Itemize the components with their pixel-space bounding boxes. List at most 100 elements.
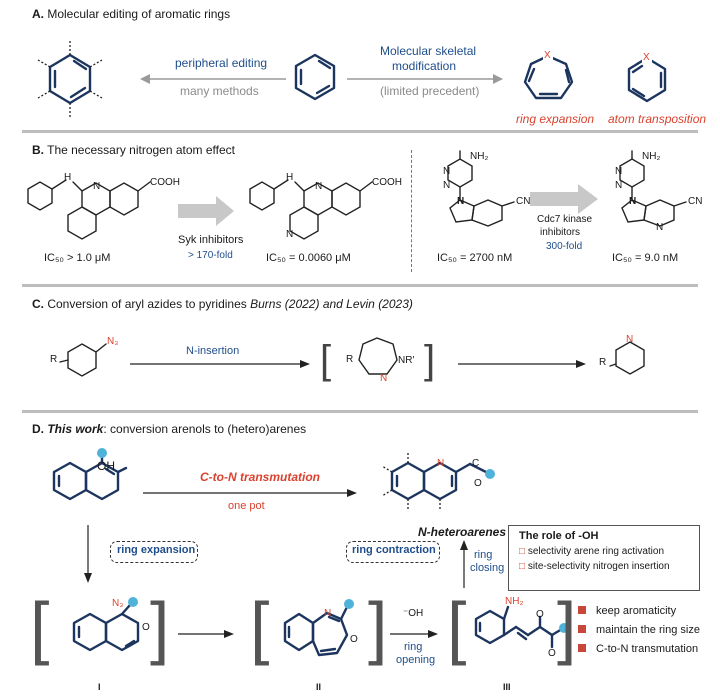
section-a-letter: A. [32, 7, 44, 21]
intermediate-i-structure [72, 597, 140, 652]
nh2-cdc7-1: NH₂ [470, 151, 489, 162]
role-item-1-text: selectivity arene ring activation [527, 546, 665, 557]
ic50-cdc7-2: IC₅₀ = 9.0 nM [612, 252, 679, 264]
legend-square-icon [578, 606, 586, 614]
n-pyr-cdc7-1b: N [443, 180, 451, 191]
legend-text-3: C-to-N transmutation [596, 643, 699, 655]
n-pyridine: N [626, 334, 634, 345]
n-pyr-cdc7-2b: N [615, 180, 623, 191]
nh-h-1: H [64, 172, 72, 183]
role-item-2: □ site-selectivity nitrogen insertion [519, 561, 699, 572]
bracket-close-ii: ] [368, 588, 388, 666]
transmutation-label: C-to-N transmutation [200, 470, 320, 484]
n-pyr-cdc7-2a: N [615, 166, 623, 177]
atom-transposition-structure [627, 52, 667, 103]
o1-intermediate-iii: O [536, 609, 544, 620]
o-acyl-product: O [474, 478, 482, 489]
legend-item-1: keep aromaticity [578, 605, 676, 617]
naphthol-structure [52, 448, 128, 501]
one-pot-label: one pot [228, 500, 265, 512]
section-d-header: D. This work: conversion arenols to (het… [32, 422, 306, 436]
section-a-title: Molecular editing of aromatic rings [47, 7, 231, 21]
role-title: The role of -OH [519, 530, 599, 542]
n-indole-cdc7-2: N [629, 196, 637, 207]
r-group-azide: R [50, 354, 58, 365]
skeletal-label-1: Molecular skeletal [380, 44, 477, 58]
role-item-2-text: site-selectivity nitrogen insertion [527, 561, 670, 572]
arrow-ii-to-iii [390, 630, 438, 638]
legend-text-2: maintain the ring size [596, 624, 700, 636]
limited-precedent-label: (limited precedent) [380, 84, 480, 98]
hydroxide-label: ⁻OH [403, 608, 424, 619]
ring-closing-label-1: ring [474, 549, 493, 561]
nh2-intermediate-iii: NH₂ [505, 596, 524, 607]
checkbox-icon: □ [519, 561, 526, 572]
x-atom-transposition: X [643, 52, 650, 63]
arrow-pyridine [458, 360, 586, 368]
n-atom-2a: N [315, 181, 323, 192]
skeletal-label-2: modification [392, 59, 457, 73]
legend-item-2: maintain the ring size [578, 624, 700, 636]
arrow-peripheral [140, 74, 286, 84]
section-c-title: Conversion of aryl azides to pyridines [47, 297, 251, 311]
bracket-close-iii: ] [557, 588, 577, 666]
r-group-azepine: R [346, 354, 354, 365]
quinoline-product-structure [381, 452, 495, 510]
ring-opening-label-1: ring [404, 641, 423, 653]
section-d-title: : conversion arenols to (hetero)arenes [103, 422, 307, 436]
syk-compound-1-structure [27, 179, 151, 240]
section-c-header: C. Conversion of aryl azides to pyridine… [32, 297, 413, 311]
c-acyl-product: C [472, 458, 480, 469]
bracket-close-c: ] [424, 338, 436, 382]
n-insertion-label: N-insertion [186, 345, 240, 357]
arrow-syk [178, 196, 234, 226]
ring-expansion-structure [523, 50, 574, 100]
benzene-peripheral-structure [37, 41, 103, 117]
ring-contraction-box [346, 541, 440, 563]
peripheral-editing-label: peripheral editing [175, 56, 268, 70]
arrow-skeletal [347, 74, 503, 84]
n-indole-cdc7-1: N [457, 196, 465, 207]
divider-b-c [22, 284, 698, 287]
o-intermediate-ii: O [350, 634, 358, 645]
syk-inhibitors-label: Syk inhibitors [178, 234, 244, 246]
nh-h-2: H [286, 172, 294, 183]
arrow-i-to-ii [178, 630, 234, 638]
ic50-compound-2: IC₅₀ = 0.0060 μM [266, 252, 351, 264]
cdc7-label-2: inhibitors [540, 227, 581, 238]
cdc7-compound-2-structure [619, 150, 687, 227]
section-b-header: B. The necessary nitrogen atom effect [32, 143, 235, 157]
legend-item-3: C-to-N transmutation [578, 643, 698, 655]
nr-azepine: NR' [398, 355, 415, 366]
syk-compound-2-structure [249, 179, 373, 240]
arrow-ring-closing [460, 540, 468, 588]
cn-cdc7-1: CN [516, 196, 531, 207]
nh2-cdc7-2: NH₂ [642, 151, 661, 162]
section-c-letter: C. [32, 297, 44, 311]
arrow-transmutation [143, 489, 357, 497]
n-quinoline: N [437, 458, 445, 469]
label-roman-ii: II [316, 682, 322, 692]
bracket-close-i: ] [150, 588, 170, 666]
checkbox-icon: □ [519, 546, 526, 557]
legend-square-icon [578, 644, 586, 652]
o-intermediate-i: O [142, 622, 150, 633]
arrow-ring-expansion [84, 525, 92, 583]
label-roman-iii: III [503, 682, 511, 692]
syk-fold-label: > 170-fold [188, 250, 233, 261]
cdc7-fold-label: 300-fold [546, 241, 583, 252]
intermediate-iii-structure [474, 605, 569, 649]
ring-closing-label-2: closing [470, 562, 505, 574]
section-d-letter: D. [32, 422, 44, 436]
label-roman-i: I [98, 682, 101, 692]
cooh-1: COOH [150, 177, 180, 188]
legend-square-icon [578, 625, 586, 633]
section-b-title: The necessary nitrogen atom effect [47, 143, 236, 157]
section-a-header: A. Molecular editing of aromatic rings [32, 7, 230, 21]
section-c-authors: Burns (2022) and Levin (2023) [250, 297, 413, 311]
arrow-cdc7 [530, 184, 598, 214]
ring-contraction-step-label: ring contraction [352, 544, 436, 556]
bracket-open-ii: [ [250, 588, 270, 666]
n-aza-cdc7-2: N [656, 222, 664, 233]
ring-opening-label-2: opening [396, 654, 436, 666]
